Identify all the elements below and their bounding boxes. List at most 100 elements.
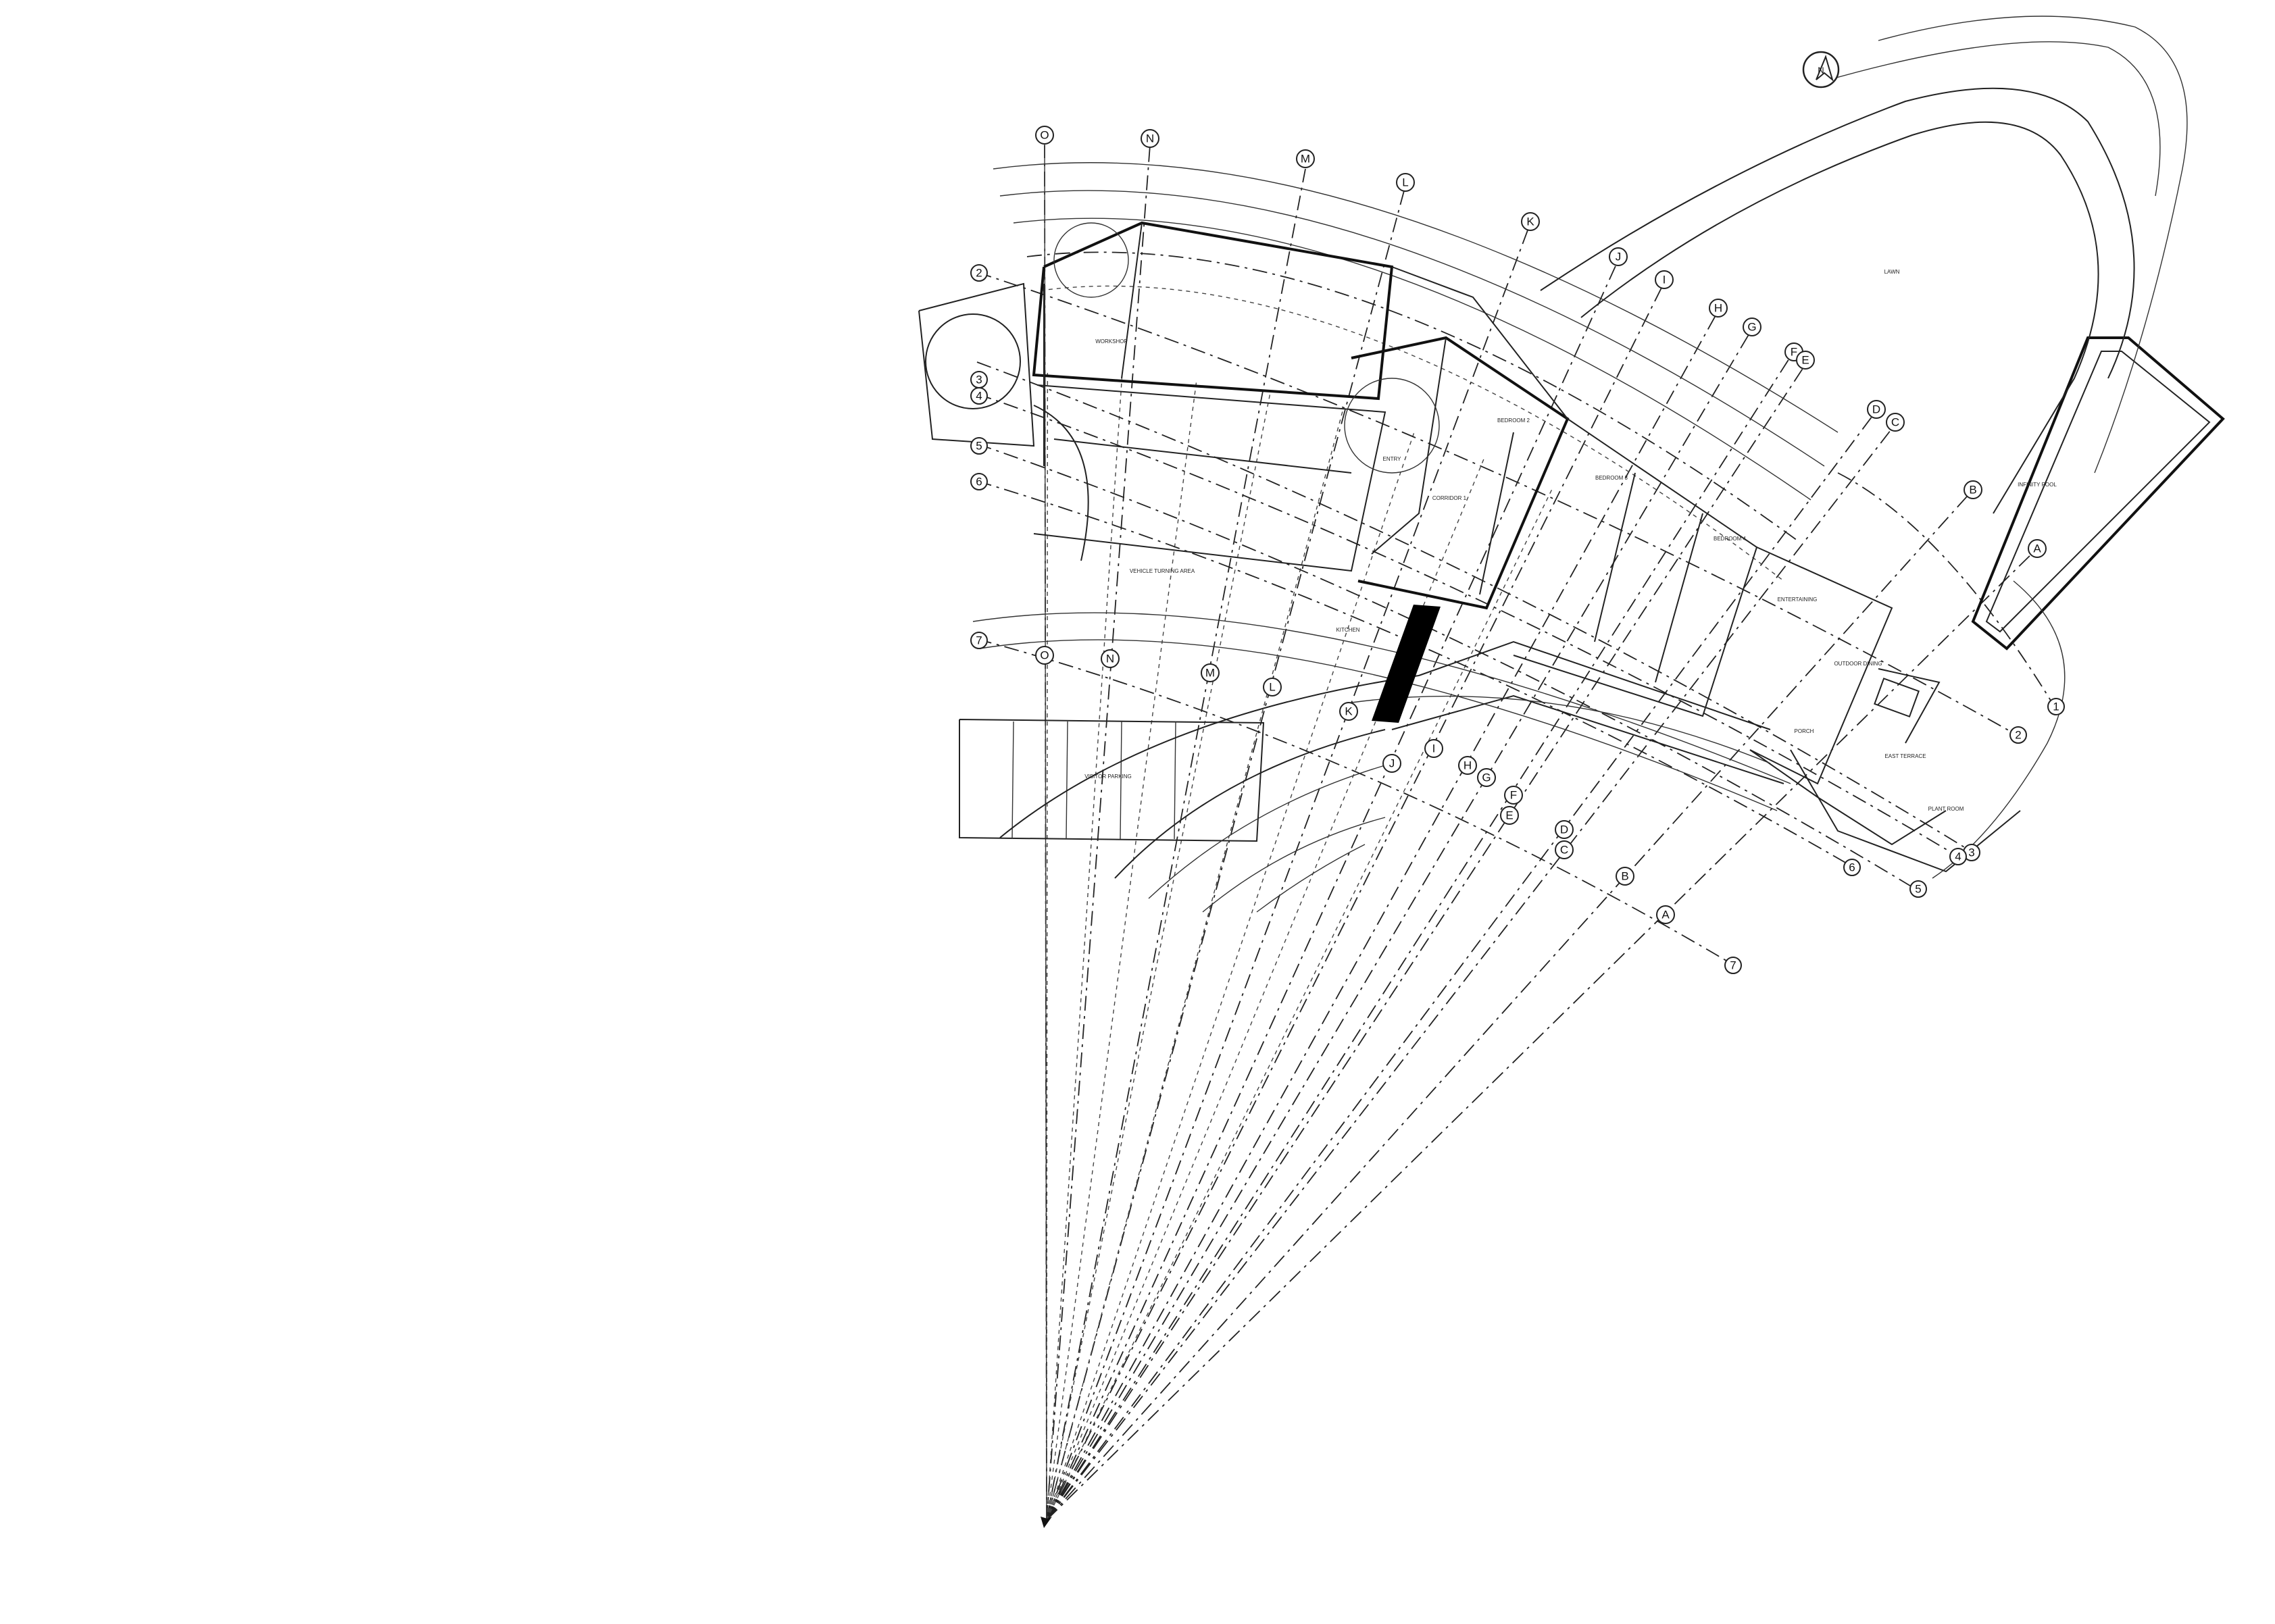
radial-grid-line-k <box>1046 222 1531 1521</box>
radial-focal-point <box>1041 1517 1052 1528</box>
datum-line-o <box>1044 134 1047 1521</box>
room-label-plant-room: PLANT ROOM <box>1928 806 1964 812</box>
grid-bubble-low-l: L <box>1263 678 1282 696</box>
radial-grid-line-m <box>1046 168 1306 1521</box>
grid-line-7 <box>976 638 1734 965</box>
room-label-visitor-parking: VISITOR PARKING <box>1084 773 1132 780</box>
grid-bubble-low-n: N <box>1101 649 1120 668</box>
grid-bubble-right-2: 2 <box>2009 726 2027 744</box>
room-label-corridor-1: CORRIDOR 1 <box>1432 495 1467 501</box>
grid-bubble-top-b: B <box>1964 480 1982 499</box>
grid-bubble-right-5-label: 5 <box>1915 883 1921 896</box>
grid-line-1 <box>1837 472 2055 707</box>
room-label-entry: ENTRY <box>1383 456 1402 462</box>
radial-grid-line-c <box>1046 424 1896 1521</box>
grid-bubble-top-i-label: I <box>1663 274 1666 286</box>
grid-bubble-top-i: I <box>1655 270 1674 289</box>
radial-grid-line-e <box>1046 361 1808 1521</box>
radial-grid-line-i <box>1046 282 1665 1521</box>
grid-bubble-top-f-label: F <box>1791 346 1797 359</box>
grid-bubble-low-c-label: C <box>1560 844 1568 857</box>
grid-bubble-left-3-label: 3 <box>976 374 982 386</box>
grid-bubble-low-o: O <box>1035 646 1054 665</box>
radial-setout-line <box>1046 410 1344 1521</box>
west-wing-outline <box>918 221 1394 572</box>
radial-setting-out-lines <box>976 134 2055 1521</box>
driveway <box>1351 640 1784 784</box>
grid-bubble-top-l: L <box>1396 173 1415 192</box>
grid-bubble-low-i: I <box>1424 739 1443 758</box>
grid-bubble-low-j: J <box>1382 754 1401 773</box>
grid-bubble-top-d-label: D <box>1872 403 1880 416</box>
room-label-east-terrace: EAST TERRACE <box>1884 753 1926 759</box>
grid-bubble-left-3: 3 <box>970 371 988 388</box>
grid-bubble-low-m: M <box>1201 663 1220 682</box>
room-label-infinity-pool: INFINITY POOL <box>2018 482 2057 488</box>
grid-bubble-low-a: A <box>1656 905 1675 924</box>
grid-bubble-top-n-label: N <box>1146 132 1154 145</box>
grid-bubble-right-2-label: 2 <box>2015 729 2021 742</box>
grid-bubble-top-e: E <box>1796 351 1815 370</box>
room-label-bedroom-3: BEDROOM 3 <box>1595 475 1628 481</box>
grid-line-3 <box>976 361 1974 853</box>
grid-bubble-low-d: D <box>1555 820 1574 839</box>
radial-grid-line-f <box>1046 351 1795 1521</box>
grid-bubble-low-f-label: F <box>1510 789 1517 802</box>
grid-bubble-low-o-label: O <box>1040 649 1049 662</box>
grid-bubble-left-4-label: 4 <box>976 390 982 403</box>
radial-setout-line <box>1046 381 1197 1521</box>
lawn-boundary <box>1540 16 2188 879</box>
grid-bubble-top-k-label: K <box>1526 215 1534 228</box>
grid-bubble-top-a-label: A <box>2033 542 2041 555</box>
grid-bubble-right-6-label: 6 <box>1849 861 1855 874</box>
grid-bubble-low-c: C <box>1555 840 1574 859</box>
east-wing-outline <box>1749 336 2225 873</box>
grid-bubble-top-h-label: H <box>1714 302 1722 315</box>
room-label-porch: PORCH <box>1795 728 1814 734</box>
room-label-entertaining: ENTERTAINING <box>1778 597 1818 603</box>
grid-bubble-top-o: O <box>1035 126 1054 145</box>
grid-bubble-right-7: 7 <box>1724 957 1742 974</box>
grid-bubble-low-h: H <box>1458 756 1477 775</box>
grid-bubble-top-c: C <box>1886 413 1905 432</box>
grid-bubble-right-3-label: 3 <box>1968 846 1974 859</box>
grid-bubble-right-7-label: 7 <box>1730 959 1736 972</box>
grid-bubble-left-7-label: 7 <box>976 634 982 647</box>
grid-bubble-low-k: K <box>1339 702 1358 721</box>
grid-bubble-low-g: G <box>1477 768 1496 787</box>
grid-bubble-low-g-label: G <box>1482 771 1491 784</box>
room-label-bedroom-2: BEDROOM 2 <box>1497 417 1530 424</box>
grid-bubble-top-d: D <box>1867 400 1886 419</box>
grid-bubble-left-2: 2 <box>970 264 988 282</box>
north-marker-label: N <box>1818 66 1824 76</box>
radial-setout-line <box>1046 432 1415 1521</box>
grid-bubble-low-a-label: A <box>1661 909 1670 921</box>
room-labels: WORKSHOP VEHICLE TURNING AREA BEDROOM 2 … <box>1084 269 2057 812</box>
grid-bubble-top-g-label: G <box>1747 321 1756 334</box>
grid-bubble-right-6: 6 <box>1843 859 1861 876</box>
grid-bubble-top-c-label: C <box>1891 416 1899 429</box>
grid-bubble-right-4-label: 4 <box>1955 851 1961 863</box>
grid-bubble-top-h: H <box>1709 299 1728 318</box>
grid-bubble-top-o-label: O <box>1040 129 1049 142</box>
room-label-bedroom-4: BEDROOM 4 <box>1714 536 1747 542</box>
grid-bubble-top-k: K <box>1521 212 1540 231</box>
north-point: N <box>1802 51 1840 88</box>
grid-bubble-low-h-label: H <box>1464 759 1472 772</box>
grid-bubble-low-j-label: J <box>1389 757 1395 770</box>
grid-bubble-right-4: 4 <box>1949 848 1967 865</box>
grid-bubble-top-a: A <box>2028 539 2047 558</box>
grid-bubbles: OONNMMLLKKJJIIHHGGFFEEDDCCBBAA1223344556… <box>970 126 2065 974</box>
grid-bubble-left-6: 6 <box>970 473 988 490</box>
radial-grid-line-h <box>1046 310 1719 1521</box>
radial-grid-line-g <box>1046 328 1753 1521</box>
grid-bubble-left-6-label: 6 <box>976 476 982 488</box>
grid-bubble-low-m-label: M <box>1205 667 1215 680</box>
grid-bubble-left-2-label: 2 <box>976 267 982 280</box>
room-label-lawn: LAWN <box>1884 269 1900 275</box>
grid-bubble-left-5-label: 5 <box>976 440 982 453</box>
grid-bubble-right-1: 1 <box>2047 698 2065 715</box>
grid-bubble-low-e: E <box>1500 806 1519 825</box>
grid-bubble-low-i-label: I <box>1432 742 1436 755</box>
